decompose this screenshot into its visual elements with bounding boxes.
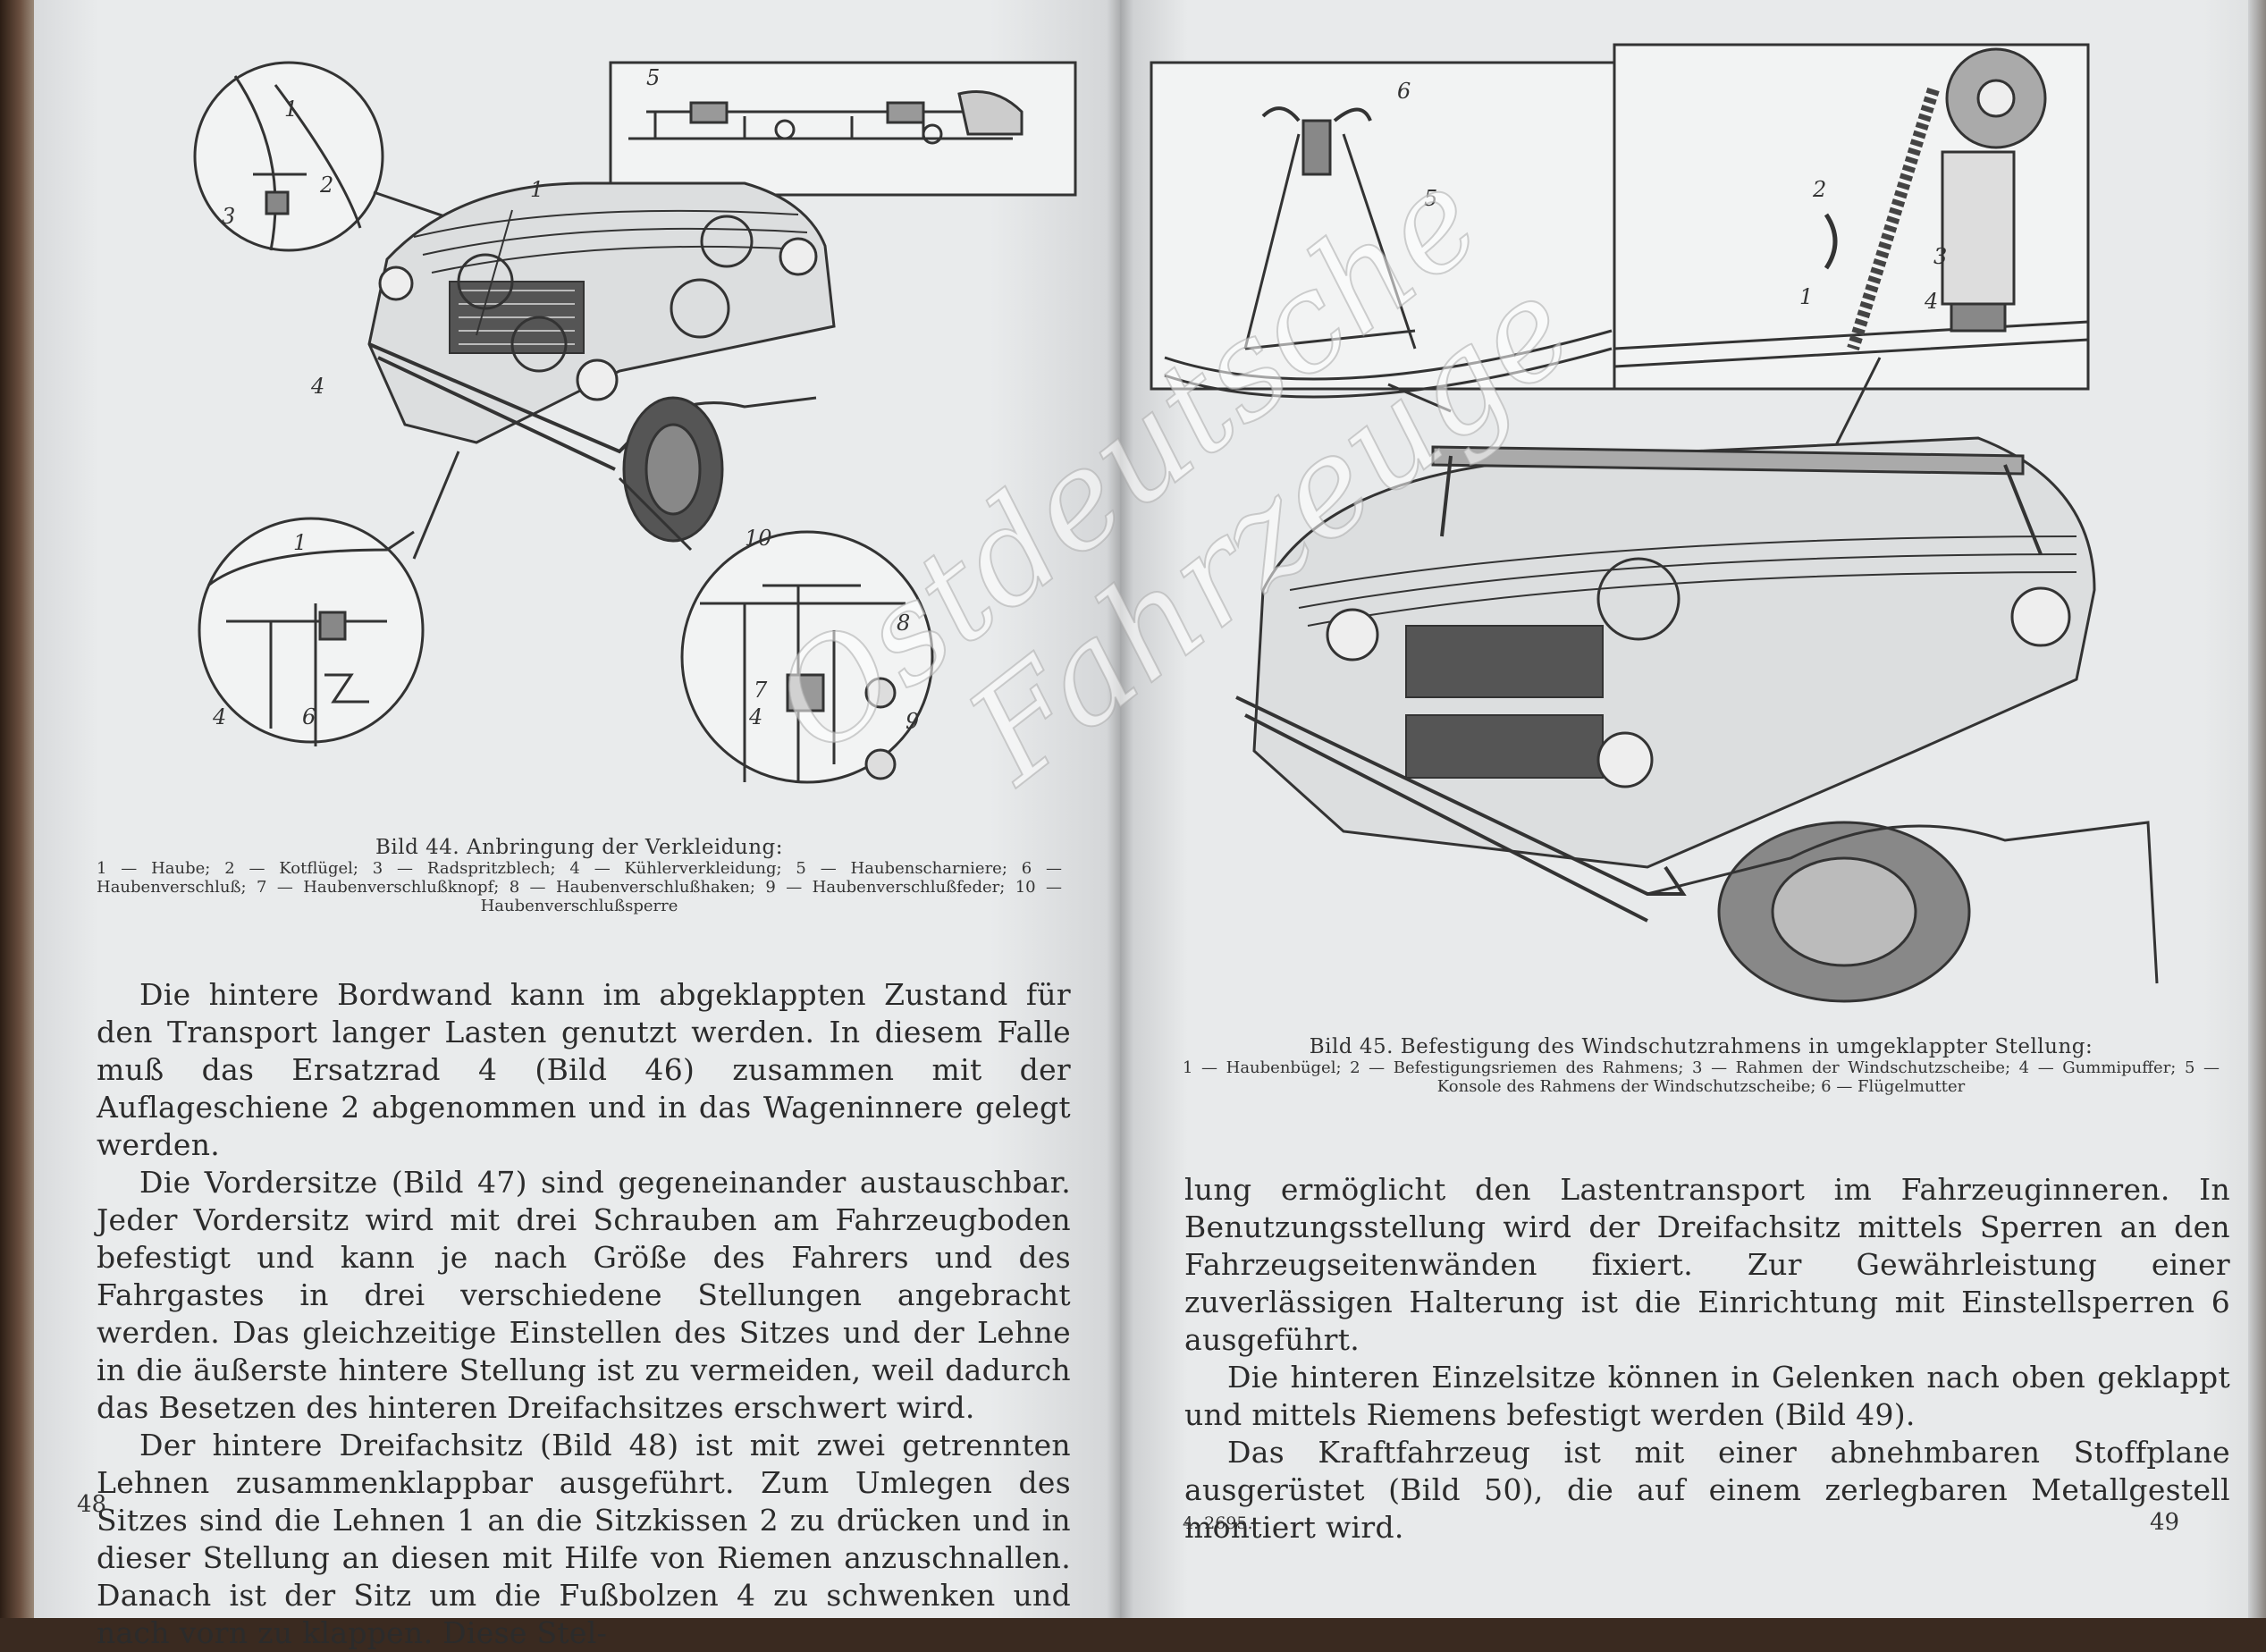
figure-44-legend: 1 — Haube; 2 — Kotflügel; 3 — Radspritzb… (97, 859, 1062, 915)
book-edge-left (0, 0, 34, 1618)
figure-44-caption: Bild 44. Anbringung der Verkleidung: 1 —… (97, 836, 1062, 915)
figure-45: 6 5 2 1 3 4 (1147, 36, 2211, 1019)
callout-7: 7 (754, 678, 768, 703)
page-number-left: 48 (77, 1491, 107, 1518)
callout-6: 6 (1397, 79, 1411, 104)
callout-1: 1 (1799, 284, 1813, 309)
callout-6: 6 (302, 704, 316, 729)
right-body-text: lung ermöglicht den Lastentransport im F… (1184, 1171, 2230, 1547)
left-page: 1 2 3 4 5 1 1 4 6 10 7 4 8 9 Bild 44. An… (34, 0, 1120, 1650)
paragraph: Der hintere Dreifachsitz (Bild 48) ist m… (97, 1428, 1071, 1650)
callout-5: 5 (1424, 186, 1437, 211)
callout-10: 10 (745, 526, 772, 551)
left-body-text: Die hintere Bordwand kann im abgeklappte… (97, 976, 1071, 1652)
callout-2: 2 (319, 173, 333, 198)
printer-signature: 4. 2695. (1183, 1513, 1253, 1533)
figure-44: 1 2 3 4 5 1 1 4 6 10 7 4 8 9 (119, 49, 1093, 827)
callout-9: 9 (906, 709, 919, 734)
callout-1c: 1 (293, 530, 307, 555)
callout-4c: 4 (748, 704, 762, 729)
callout-2: 2 (1812, 177, 1826, 202)
paragraph: lung ermöglicht den Lastentransport im F… (1184, 1172, 2230, 1357)
callout-3: 3 (222, 204, 235, 229)
callout-4b: 4 (212, 704, 226, 729)
paragraph: Die hinteren Einzelsitze können in Gelen… (1184, 1360, 2230, 1432)
paragraph: Die Vordersitze (Bild 47) sind gegeneina… (97, 1165, 1071, 1425)
page-number-right: 49 (2150, 1509, 2180, 1536)
figure-45-legend: 1 — Haubenbügel; 2 — Befestigungsriemen … (1183, 1058, 2220, 1096)
callout-1b: 1 (530, 177, 543, 202)
figure-45-caption: Bild 45. Befestigung des Windschutzrahme… (1183, 1035, 2220, 1096)
callout-8: 8 (897, 611, 910, 636)
paragraph: Die hintere Bordwand kann im abgeklappte… (97, 977, 1071, 1162)
callout-3: 3 (1933, 244, 1947, 269)
book-gutter (1107, 0, 1133, 1618)
figure-44-title: Bild 44. Anbringung der Verkleidung: (375, 836, 784, 859)
callout-4: 4 (310, 374, 324, 399)
callout-5: 5 (646, 65, 660, 90)
paragraph: Das Kraftfahrzeug ist mit einer abnehmba… (1184, 1435, 2230, 1545)
callout-4: 4 (1924, 289, 1938, 314)
figure-45-title: Bild 45. Befestigung des Windschutzrahme… (1309, 1035, 2093, 1058)
book-edge-right (2248, 0, 2266, 1618)
callout-1: 1 (284, 97, 298, 122)
right-page: 6 5 2 1 3 4 Bild 45. Befestigung des Win… (1120, 0, 2248, 1618)
